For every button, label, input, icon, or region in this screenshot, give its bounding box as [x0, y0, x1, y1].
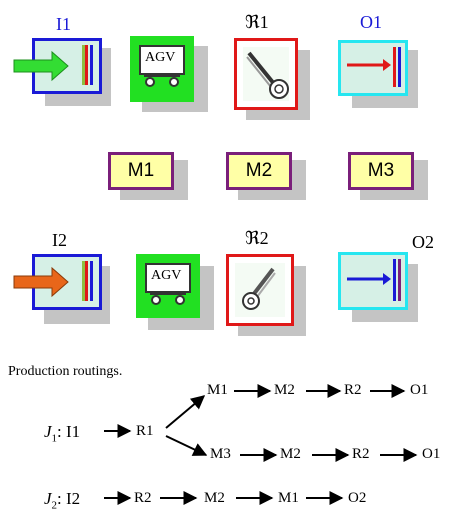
machine-m3: M3	[348, 152, 414, 190]
robot-arm-icon	[243, 47, 289, 101]
j1-lower-step-4: O1	[422, 446, 441, 462]
j1-lower-step-1: M3	[210, 446, 231, 462]
output-arrow-icon-2	[347, 259, 401, 301]
j2-step-3: M1	[278, 490, 299, 506]
robot-r2-label: ℜ2	[245, 228, 269, 248]
robot-r1	[234, 38, 298, 110]
agv-icon-2	[145, 263, 191, 305]
agv-icon	[139, 45, 185, 87]
machine-m2: M2	[226, 152, 292, 190]
j1-upper-step-3: R2	[344, 382, 362, 398]
agv-text: AGV	[145, 50, 176, 65]
output-arrow-icon	[347, 47, 401, 87]
j1-upper-step-1: M1	[207, 382, 228, 398]
robot-r2	[226, 254, 294, 326]
j1-upper-step-4: O1	[410, 382, 429, 398]
j2-suffix: : I2	[57, 489, 81, 508]
j1-r1: R1	[136, 423, 154, 439]
output-o2-label: O2	[412, 232, 434, 252]
j1-upper-step-2: M2	[274, 382, 295, 398]
machine-m1: M1	[108, 152, 174, 190]
j2-subscript: 2	[51, 499, 58, 512]
j2-step-1: R2	[134, 490, 152, 506]
robot-r1-label: ℜ1	[245, 12, 269, 32]
input-arrow-icon	[82, 45, 93, 85]
j1-lower-step-2: M2	[280, 446, 301, 462]
j1-subscript: 1	[51, 432, 58, 445]
agv-vehicle-1: AGV	[130, 36, 194, 102]
output-station-o2	[338, 252, 408, 310]
j1-lower-step-3: R2	[352, 446, 370, 462]
output-station-o1	[338, 40, 408, 96]
j2-letter: J	[44, 489, 52, 508]
j1-suffix: : I1	[57, 422, 81, 441]
agv-text-2: AGV	[151, 268, 182, 283]
output-o1-label: O1	[360, 12, 382, 32]
j2-step-4: O2	[348, 490, 367, 506]
input-i1-label: I1	[56, 14, 71, 34]
input-arrow-icon-2	[82, 261, 93, 301]
robot-arm-icon-2	[235, 263, 285, 317]
agv-vehicle-2: AGV	[136, 254, 200, 318]
routing-j1-label: J1: I1	[44, 422, 80, 444]
input-i2-label: I2	[52, 230, 67, 250]
j1-letter: J	[44, 422, 52, 441]
routing-j2-label: J2: I2	[44, 489, 80, 511]
figure-caption: Production routings.	[8, 364, 123, 379]
j2-step-2: M2	[204, 490, 225, 506]
